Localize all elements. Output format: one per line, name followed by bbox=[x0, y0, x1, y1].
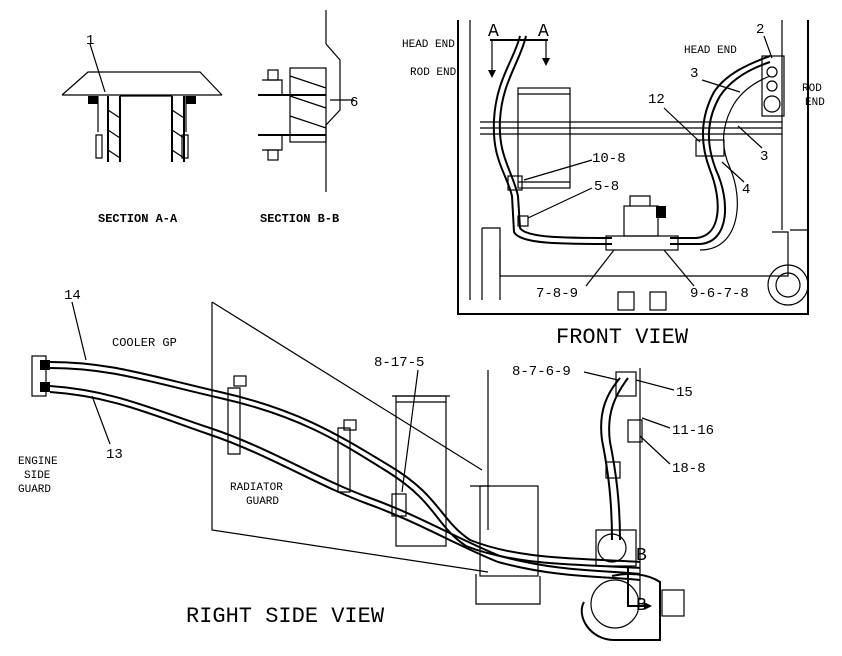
callout-18-8: 18-8 bbox=[672, 461, 706, 477]
callout-1: 1 bbox=[86, 33, 94, 49]
section-b-b-title: SECTION B-B bbox=[260, 212, 339, 226]
callout-4: 4 bbox=[742, 182, 750, 198]
rod-end-right-2: END bbox=[805, 97, 825, 109]
callout-7-8-9: 7-8-9 bbox=[536, 286, 578, 302]
front-view-title: FRONT VIEW bbox=[556, 325, 689, 350]
callout-10-8: 10-8 bbox=[592, 151, 626, 167]
callout-9-6-7-8: 9-6-7-8 bbox=[690, 286, 749, 302]
callout-11-16: 11-16 bbox=[672, 423, 714, 439]
engine-side-guard-3: GUARD bbox=[18, 484, 51, 496]
radiator-guard-1: RADIATOR bbox=[230, 482, 283, 494]
callout-6: 6 bbox=[350, 95, 358, 111]
callout-12: 12 bbox=[648, 92, 665, 108]
front-view: A A HEAD END ROD END HEAD END ROD END bbox=[402, 20, 825, 315]
radiator-guard-2: GUARD bbox=[246, 496, 279, 508]
section-b-b: 6 SECTION B-B bbox=[258, 10, 358, 226]
engine-side-guard-2: SIDE bbox=[24, 470, 51, 482]
callout-8-17-5: 8-17-5 bbox=[374, 355, 424, 371]
callout-3-top: 3 bbox=[690, 66, 698, 82]
rod-end-left: ROD END bbox=[410, 67, 457, 79]
section-mark-a-left: A bbox=[488, 22, 499, 42]
section-mark-b-lower: B bbox=[636, 596, 647, 616]
rod-end-right-1: ROD bbox=[802, 83, 822, 95]
head-end-left: HEAD END bbox=[402, 39, 455, 51]
callout-13: 13 bbox=[106, 447, 123, 463]
callout-2: 2 bbox=[756, 22, 764, 38]
engine-side-guard-1: ENGINE bbox=[18, 456, 58, 468]
callout-8-7-6-9: 8-7-6-9 bbox=[512, 364, 571, 380]
right-side-view-title: RIGHT SIDE VIEW bbox=[186, 604, 385, 629]
callout-15: 15 bbox=[676, 385, 693, 401]
head-end-right: HEAD END bbox=[684, 45, 737, 57]
callout-14: 14 bbox=[64, 288, 81, 304]
section-mark-b-upper: B bbox=[636, 546, 647, 566]
cooler-gp-label: COOLER GP bbox=[112, 336, 177, 350]
right-side-view: B B COOLER GP ENGINE SIDE GUARD RADIATOR… bbox=[18, 288, 714, 641]
section-a-a-title: SECTION A-A bbox=[98, 212, 178, 226]
section-a-a: 1 SECTION A-A bbox=[61, 33, 223, 226]
callout-3-right: 3 bbox=[760, 149, 768, 165]
callout-5-8: 5-8 bbox=[594, 179, 619, 195]
section-mark-a-right: A bbox=[538, 22, 549, 42]
